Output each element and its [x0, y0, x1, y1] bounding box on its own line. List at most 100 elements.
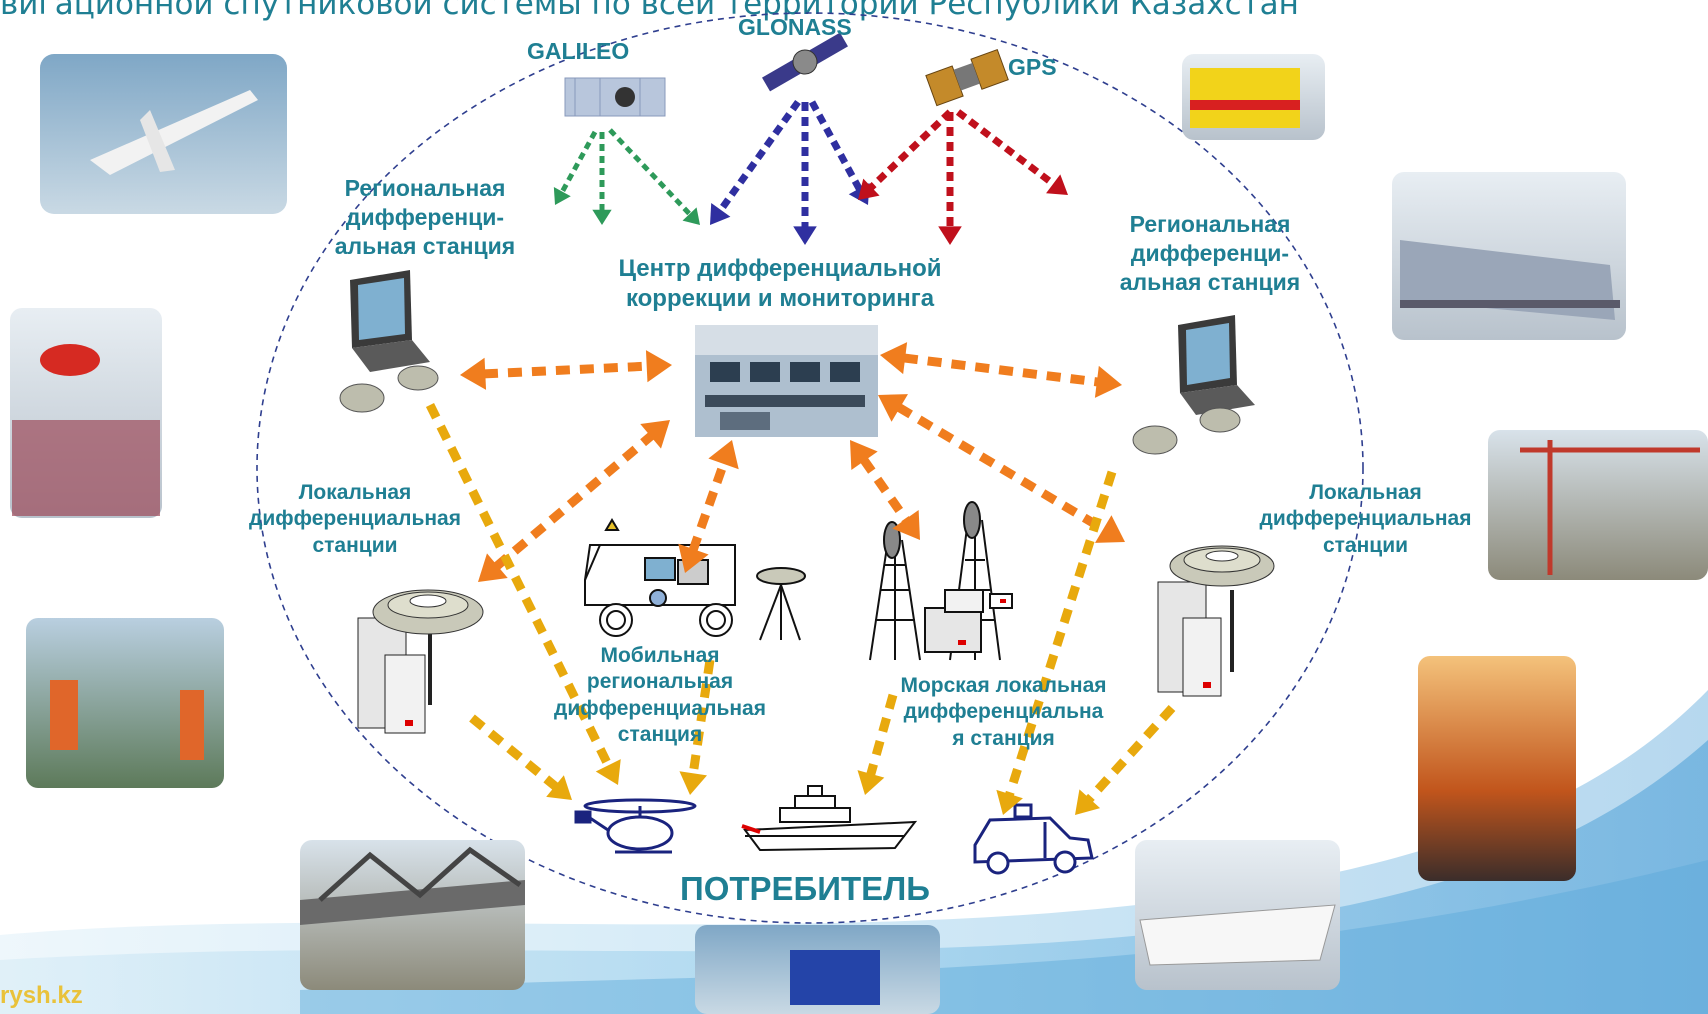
arrow-head [546, 775, 572, 800]
arrow-line [688, 659, 715, 776]
local-station-left-label: Локальная дифференциальная станции [225, 480, 485, 559]
regional-station-left-label: Региональная дифференци- альная станция [300, 174, 550, 260]
arrow-head [553, 187, 571, 205]
local-station-left-icon [357, 589, 484, 734]
arrow-line [868, 109, 953, 191]
photo-airplane [40, 54, 287, 214]
laptop-right-icon [1132, 315, 1255, 455]
galileo-satellite-icon [564, 77, 666, 117]
label-line: Региональная [344, 175, 506, 201]
consumer-label: ПОТРЕБИТЕЛЬ [679, 870, 931, 907]
photo-truck [695, 925, 940, 1014]
arrow-line [688, 461, 729, 552]
arrow-head [996, 789, 1023, 815]
arrow-line [559, 130, 598, 194]
label-line: Мобильная [600, 644, 720, 667]
arrow-head [708, 440, 739, 470]
marine-station-towers-icon [869, 501, 1013, 661]
gps-label: GPS [1008, 54, 1057, 80]
arrow-line [469, 714, 559, 791]
arrow-head [595, 759, 621, 785]
photo-ship [1135, 840, 1340, 990]
arrow-line [860, 457, 910, 523]
arrow-line [896, 403, 1107, 534]
arrow-line [493, 432, 655, 570]
regional-station-right-label: Региональная дифференци- альная станция [1085, 210, 1335, 296]
label-line: Локальная [298, 481, 412, 504]
arrow-line [903, 353, 1099, 387]
arrow-line [808, 100, 863, 192]
control-center-image [695, 325, 878, 437]
arrow-head [710, 203, 731, 225]
label-line: коррекции и мониторинга [625, 285, 935, 312]
arrow-head [678, 543, 709, 573]
arrow-line [608, 128, 692, 217]
label-line: дифференци- [345, 203, 505, 230]
label-line: станции [1322, 533, 1409, 557]
consumer-helicopter-icon [574, 798, 697, 854]
page-title: вигационной спутниковой системы по всей … [0, 0, 1299, 22]
label-line: дифференциальна [903, 700, 1104, 724]
gps-satellite-icon [925, 48, 1009, 107]
arrow-head [645, 350, 672, 383]
laptop-left-icon [339, 270, 439, 413]
arrow-head [1075, 789, 1101, 815]
consumer-car-icon [973, 803, 1094, 875]
arrow-head [857, 770, 885, 795]
arrow-head [880, 342, 908, 375]
glonass-label: GLONASS [738, 14, 852, 40]
arrow-line [483, 361, 649, 379]
arrow-head [679, 771, 707, 795]
label-line: альная станция [334, 232, 516, 259]
arrow-head [850, 440, 878, 470]
marine-station-label: Морская локальная дифференциальна я стан… [876, 673, 1131, 752]
arrow-head [793, 226, 817, 245]
consumer-ship-icon [741, 785, 918, 852]
glonass-satellite-icon [762, 32, 848, 92]
arrow-head [878, 394, 908, 422]
label-line: дифференциальная [1259, 507, 1472, 531]
coverage-boundary [256, 12, 1364, 924]
photo-bridge [300, 840, 525, 990]
arrow-line [1005, 470, 1117, 797]
arrow-line [425, 403, 613, 769]
label-line: дифференциальная [249, 507, 461, 531]
local-station-right-icon [1157, 545, 1275, 697]
label-line: дифференци- [1130, 239, 1290, 266]
galileo-label: GALILEO [527, 38, 630, 64]
label-line: Центр дифференциальной [618, 255, 942, 282]
arrow-head [1046, 174, 1068, 195]
arrow-head [682, 207, 700, 225]
label-line: станция [617, 722, 703, 746]
photo-ambulance [1182, 54, 1325, 140]
footer-site-text: rysh.kz [0, 982, 83, 1009]
photo-surveyors [26, 618, 224, 788]
photo-crane [1488, 430, 1708, 580]
label-line: Морская локальная [900, 674, 1107, 697]
arrow-head [592, 209, 612, 225]
arrow-head [1094, 365, 1122, 398]
label-line: станции [312, 533, 398, 557]
arrow-head [938, 226, 962, 245]
arrow-head [640, 420, 670, 449]
photo-train [1392, 172, 1626, 340]
local-station-right-label: Локальная дифференциальная станции [1238, 480, 1493, 559]
label-line: я станция [952, 726, 1055, 750]
arrow-line [1085, 704, 1176, 803]
arrow-line [717, 99, 801, 213]
arrow-head [1095, 515, 1125, 543]
arrow-head [460, 357, 487, 390]
background-wave-3 [300, 860, 1708, 1014]
arrow-head [858, 178, 880, 200]
photo-helicopter [10, 308, 162, 518]
label-line: дифференциальная [554, 696, 766, 720]
arrow-head [478, 553, 508, 582]
mobile-station-label: Мобильная региональная дифференциальная … [540, 643, 780, 748]
control-center-label: Центр дифференциальной коррекции и монит… [580, 254, 980, 314]
arrow-head [892, 510, 920, 540]
label-line: региональная [586, 670, 734, 694]
label-line: Региональная [1129, 211, 1291, 237]
photo-traffic [1418, 656, 1576, 881]
